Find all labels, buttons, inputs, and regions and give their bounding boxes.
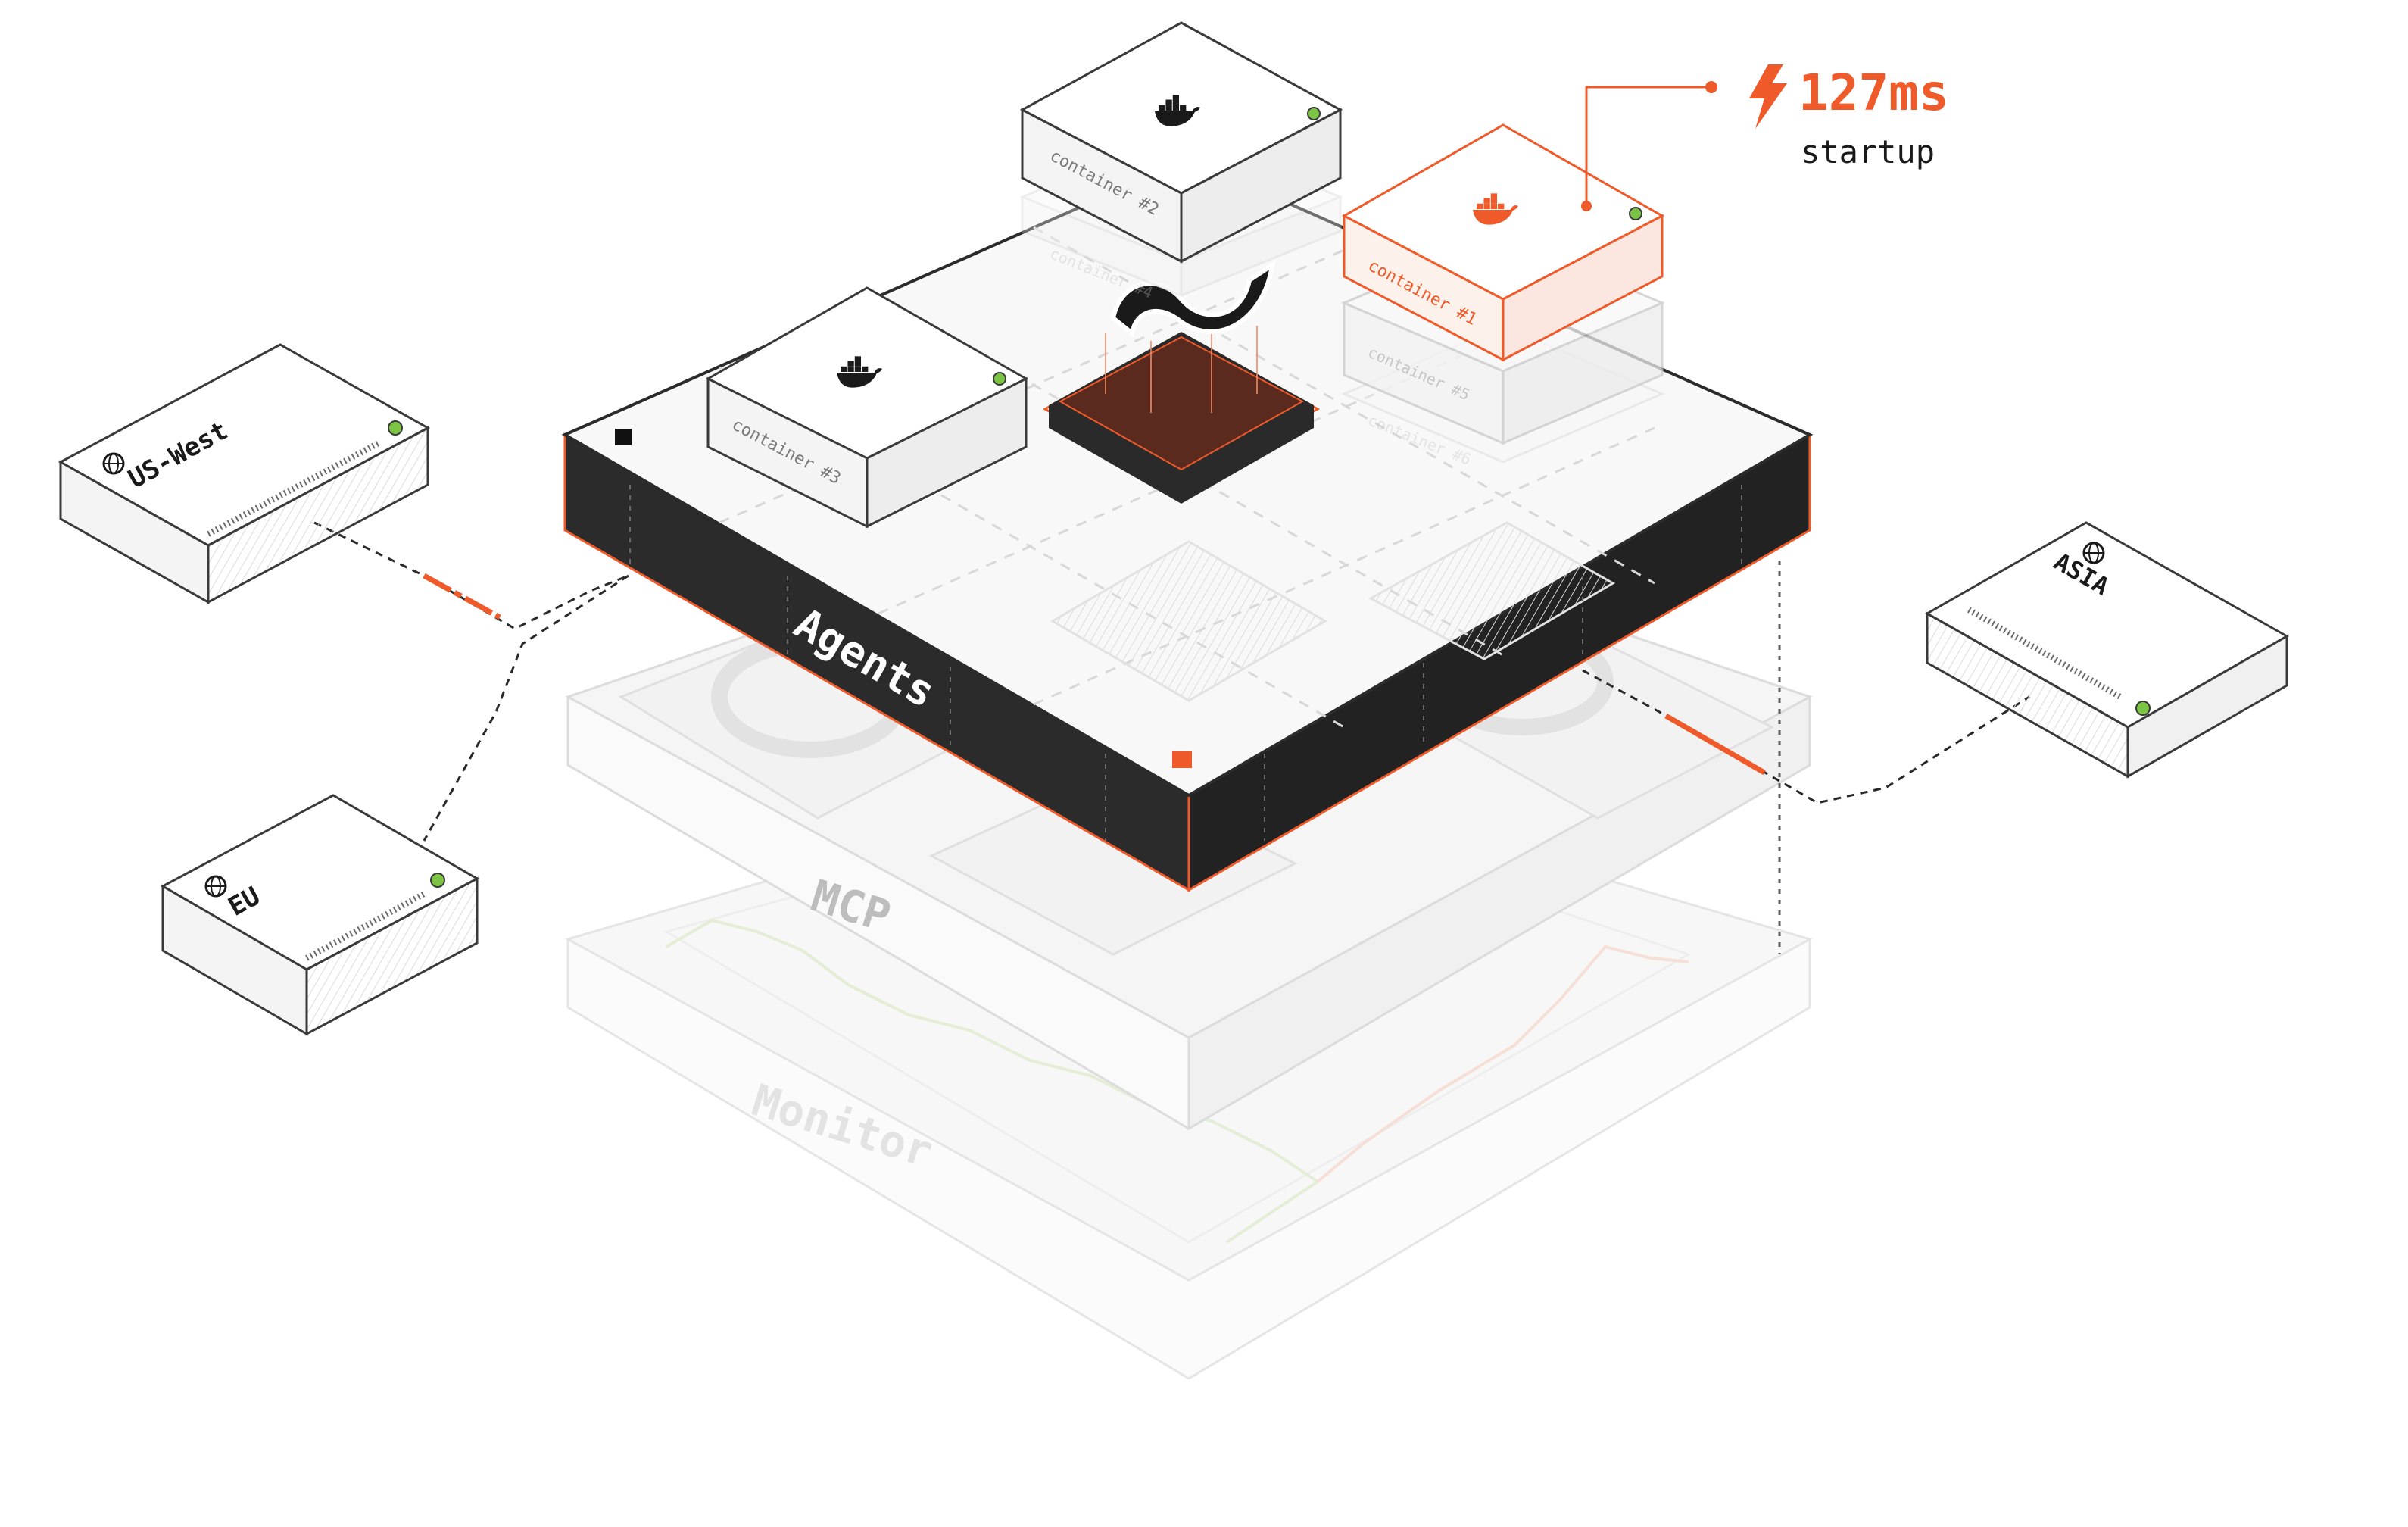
lightning-bolt-icon: [1749, 64, 1787, 129]
monitor-orange-line: [1316, 945, 1689, 1183]
container-2-status-dot: [1307, 107, 1321, 120]
region-connectors: [313, 521, 2030, 954]
eu-status-dot: [430, 873, 445, 888]
container-1[interactable]: container #1: [1341, 123, 1665, 362]
asia-status-dot: [2135, 701, 2151, 716]
core-chip: [1042, 260, 1321, 504]
region-node-asia[interactable]: ASIA: [1924, 521, 2290, 779]
slab-corner-marker: [615, 429, 632, 445]
globe-icon: [2082, 542, 2105, 564]
wave-logo-icon: [1110, 260, 1275, 338]
region-node-eu[interactable]: EU: [160, 794, 480, 1036]
startup-label: startup: [1801, 133, 1935, 170]
startup-value: 127ms: [1798, 64, 1949, 122]
monitor-green-line: [665, 918, 1321, 1244]
slab-accent-marker: [1172, 751, 1192, 768]
globe-icon: [204, 875, 227, 898]
container-3[interactable]: container #3: [705, 286, 1029, 529]
container-1-status-dot: [1629, 207, 1642, 220]
us-west-status-dot: [388, 420, 403, 436]
region-node-us-west[interactable]: US-West: [58, 343, 431, 604]
globe-icon: [102, 452, 125, 475]
startup-callout: 127ms startup: [1585, 64, 1949, 206]
container-3-status-dot: [993, 372, 1006, 386]
